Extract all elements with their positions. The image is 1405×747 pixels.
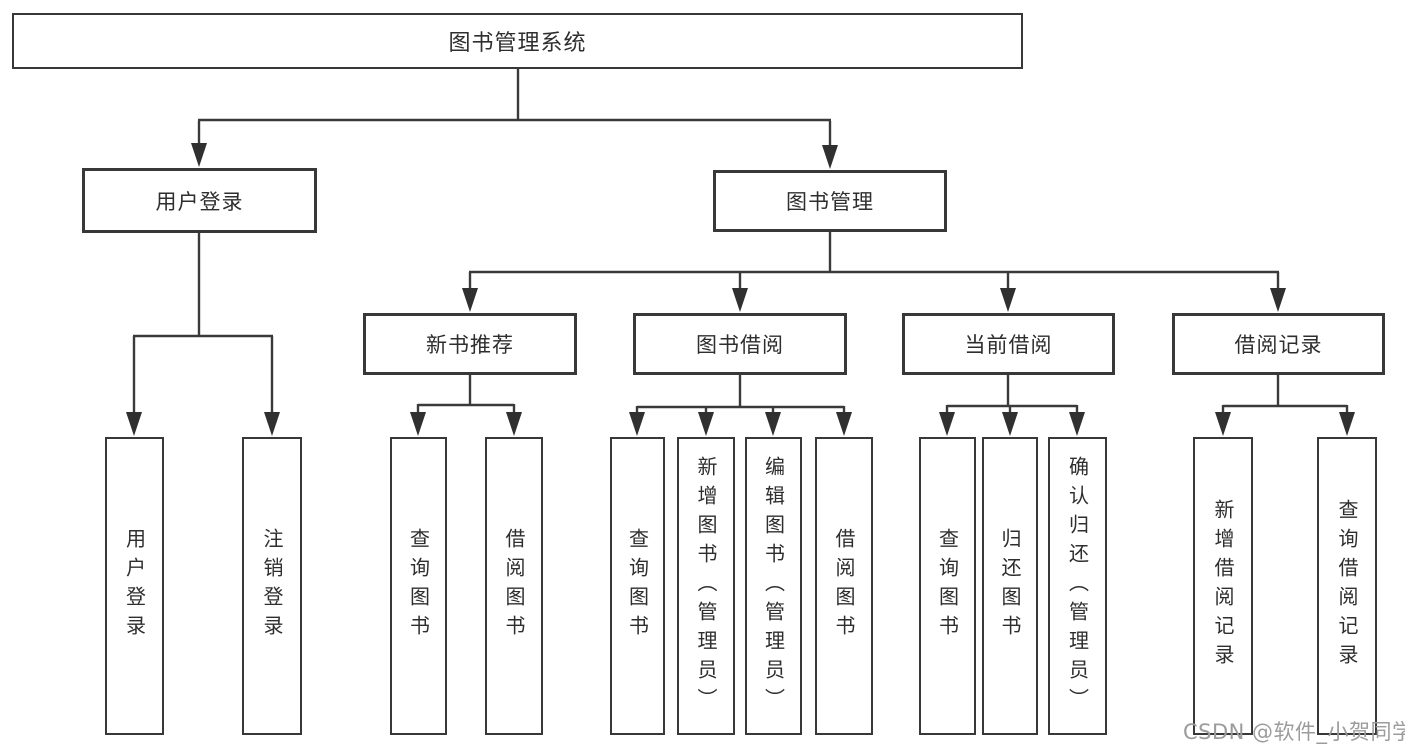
leaf-current-query-books-label: 查询图书 [935, 528, 960, 644]
leaf-current-return-books: 归还图书 [982, 437, 1038, 735]
node-new-book-recommend: 新书推荐 [363, 313, 577, 375]
leaf-logout-label: 注销登录 [260, 528, 284, 644]
leaf-borrow-edit-books-admin: 编辑图书（管理员） [745, 437, 802, 735]
node-current-borrowing: 当前借阅 [902, 313, 1115, 375]
leaf-borrow-query-books-label: 查询图书 [625, 528, 650, 644]
leaf-newbook-query-books: 查询图书 [390, 437, 447, 735]
leaf-current-query-books: 查询图书 [919, 437, 976, 735]
leaf-newbook-borrow-books-label: 借阅图书 [502, 528, 526, 644]
leaf-borrow-borrow-books: 借阅图书 [815, 437, 873, 735]
leaf-borrow-edit-books-admin-label: 编辑图书（管理员） [761, 455, 786, 717]
leaf-record-add-borrow-record-label: 新增借阅记录 [1211, 499, 1235, 673]
watermark: CSDN @软件_小贺同学 [1183, 720, 1405, 744]
leaf-current-return-books-label: 归还图书 [998, 528, 1022, 644]
leaf-newbook-query-books-label: 查询图书 [406, 528, 431, 644]
leaf-current-confirm-return-admin: 确认归还（管理员） [1048, 437, 1107, 735]
node-current-borrowing-label: 当前借阅 [964, 333, 1053, 357]
leaf-current-confirm-return-admin-label: 确认归还（管理员） [1065, 455, 1090, 717]
node-borrow-records: 借阅记录 [1172, 313, 1385, 375]
leaf-record-query-borrow-record: 查询借阅记录 [1317, 437, 1377, 735]
node-book-borrowing: 图书借阅 [633, 313, 847, 375]
leaf-logout: 注销登录 [242, 437, 302, 735]
leaf-record-add-borrow-record: 新增借阅记录 [1193, 437, 1253, 735]
leaf-borrow-add-books-admin-label: 新增图书（管理员） [694, 455, 718, 717]
node-user-login-label: 用户登录 [155, 189, 244, 214]
leaf-record-query-borrow-record-label: 查询借阅记录 [1335, 499, 1359, 673]
node-new-book-recommend-label: 新书推荐 [426, 333, 514, 357]
leaf-user-login: 用户登录 [105, 437, 164, 735]
leaf-borrow-borrow-books-label: 借阅图书 [832, 528, 856, 644]
node-book-management: 图书管理 [713, 170, 947, 232]
node-book-management-label: 图书管理 [786, 190, 874, 214]
node-book-borrowing-label: 图书借阅 [696, 333, 784, 357]
node-root-label: 图书管理系统 [448, 31, 587, 56]
leaf-borrow-add-books-admin: 新增图书（管理员） [677, 437, 735, 735]
leaf-borrow-query-books: 查询图书 [610, 437, 665, 735]
leaf-newbook-borrow-books: 借阅图书 [485, 437, 543, 735]
node-root: 图书管理系统 [12, 13, 1023, 69]
node-borrow-records-label: 借阅记录 [1234, 333, 1323, 357]
node-user-login: 用户登录 [82, 168, 317, 233]
leaf-user-login-label: 用户登录 [122, 528, 147, 644]
